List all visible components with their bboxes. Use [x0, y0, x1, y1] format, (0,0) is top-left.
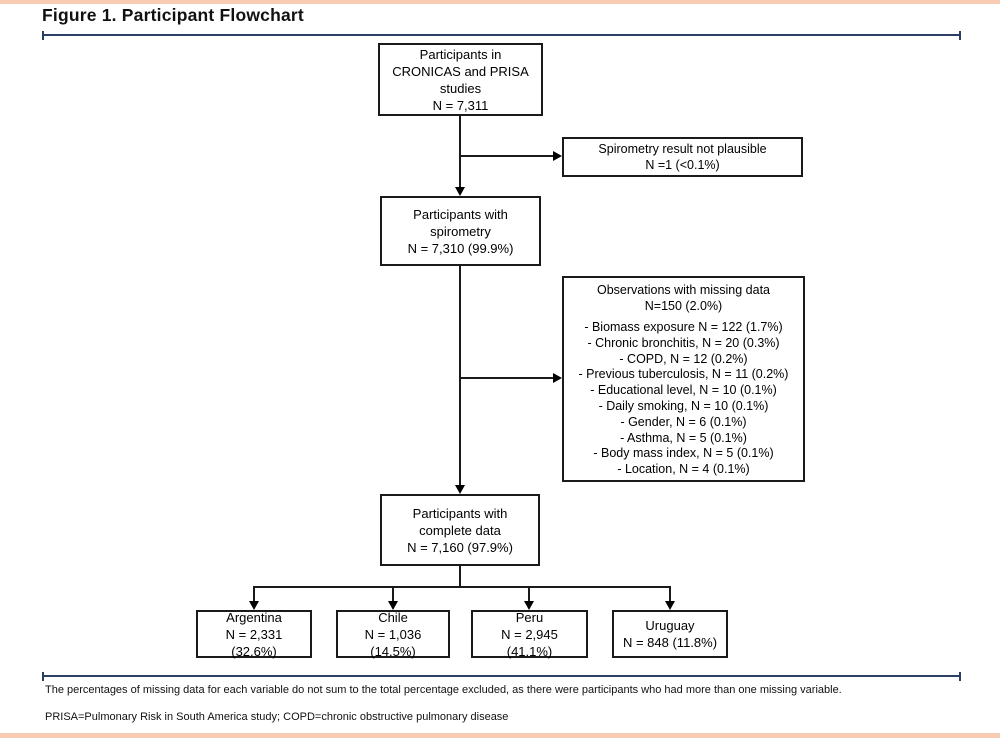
- arrowhead-down-to-complete: [455, 485, 465, 494]
- missing-data-title: Observations with missing data: [597, 283, 770, 297]
- missing-data-list: - Biomass exposure N = 122 (1.7%)- Chron…: [568, 320, 799, 478]
- bottom-accent-band: [0, 733, 1000, 738]
- bottom-rule-line: [42, 675, 961, 677]
- bottom-rule-right-cap: [959, 672, 961, 681]
- connector-spirometry-to-complete: [459, 265, 461, 486]
- top-rule-right-cap: [959, 31, 961, 40]
- connector-drop-peru: [528, 586, 530, 602]
- box-source-participants: Participants in CRONICAS and PRISA studi…: [378, 43, 543, 116]
- top-rule-left-cap: [42, 31, 44, 40]
- box-complete-data: Participants with complete data N = 7,16…: [380, 494, 540, 566]
- footnote-abbreviations: PRISA=Pulmonary Risk in South America st…: [45, 711, 509, 723]
- box-label: Participants with spirometry: [413, 206, 508, 239]
- arrowhead-down-to-spirometry: [455, 187, 465, 196]
- bottom-rule-left-cap: [42, 672, 44, 681]
- box-value: N = 1,036 (14.5%): [364, 626, 422, 659]
- arrowhead-down-uruguay: [665, 601, 675, 610]
- missing-data-item: - COPD, N = 12 (0.2%): [619, 351, 748, 366]
- missing-data-subtitle: N=150 (2.0%): [644, 298, 723, 313]
- box-country-uruguay: Uruguay N = 848 (11.8%): [612, 610, 728, 658]
- connector-drop-uruguay: [669, 586, 671, 602]
- box-label: Participants with complete data: [412, 505, 508, 538]
- connector-complete-to-split: [459, 565, 461, 587]
- box-label: Participants in CRONICAS and PRISA studi…: [392, 46, 529, 96]
- arrowhead-right-to-missing: [553, 373, 562, 383]
- box-label: Spirometry result not plausible: [598, 142, 767, 156]
- box-country-peru: Peru N = 2,945 (41.1%): [471, 609, 588, 659]
- missing-data-item: - Location, N = 4 (0.1%): [617, 462, 750, 477]
- arrowhead-down-peru: [524, 601, 534, 610]
- box-label: Chile: [378, 609, 408, 625]
- arrowhead-down-chile: [388, 601, 398, 610]
- connector-drop-chile: [392, 586, 394, 602]
- footnote-missing-data: The percentages of missing data for each…: [45, 684, 842, 696]
- box-label: Uruguay: [645, 618, 695, 633]
- missing-data-item: - Daily smoking, N = 10 (0.1%): [598, 399, 769, 414]
- connector-source-to-spirometry: [459, 116, 461, 188]
- box-value: N = 848 (11.8%): [622, 635, 718, 650]
- missing-data-item: - Biomass exposure N = 122 (1.7%): [584, 320, 783, 335]
- missing-data-item: - Chronic bronchitis, N = 20 (0.3%): [587, 335, 780, 350]
- missing-data-item: - Asthma, N = 5 (0.1%): [620, 430, 747, 445]
- box-value: N = 7,160 (97.9%): [407, 539, 513, 555]
- box-label: Peru: [515, 609, 544, 625]
- box-value: N = 2,331 (32.6%): [225, 626, 283, 659]
- connector-branch-excluded: [459, 155, 553, 157]
- connector-country-distribution: [253, 586, 671, 588]
- box-value: N = 7,310 (99.9%): [407, 240, 514, 256]
- arrowhead-down-argentina: [249, 601, 259, 610]
- missing-data-item: - Educational level, N = 10 (0.1%): [590, 383, 777, 398]
- top-accent-band: [0, 0, 1000, 4]
- box-with-spirometry: Participants with spirometry N = 7,310 (…: [380, 196, 541, 266]
- connector-branch-missing: [459, 377, 553, 379]
- box-country-chile: Chile N = 1,036 (14.5%): [336, 609, 450, 659]
- box-value: N = 2,945 (41.1%): [501, 626, 558, 659]
- top-rule-line: [42, 34, 961, 36]
- missing-data-item: - Body mass index, N = 5 (0.1%): [593, 446, 774, 461]
- figure-title: Figure 1. Participant Flowchart: [42, 5, 304, 25]
- missing-data-item: - Gender, N = 6 (0.1%): [620, 414, 747, 429]
- arrowhead-right-to-excluded: [553, 151, 562, 161]
- missing-data-item: - Previous tuberculosis, N = 11 (0.2%): [578, 367, 789, 382]
- connector-drop-argentina: [253, 586, 255, 602]
- box-label: Argentina: [226, 609, 282, 625]
- box-excluded-spirometry: Spirometry result not plausible N =1 (<0…: [562, 137, 803, 177]
- box-missing-data: Observations with missing data N=150 (2.…: [562, 276, 805, 482]
- box-value: N = 7,311: [432, 97, 489, 113]
- box-value: N =1 (<0.1%): [645, 158, 720, 172]
- box-country-argentina: Argentina N = 2,331 (32.6%): [196, 609, 312, 659]
